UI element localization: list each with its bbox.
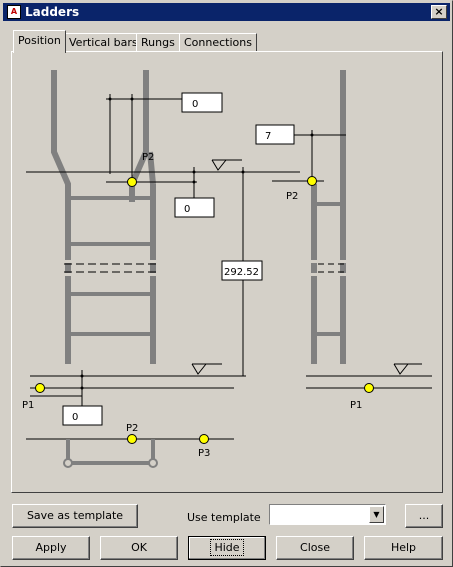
- p1-side-point: [364, 383, 374, 393]
- height-value: 292.52: [224, 267, 259, 278]
- label-p3-plan: P3: [198, 448, 210, 459]
- help-button[interactable]: Help: [364, 536, 443, 560]
- height-field[interactable]: [221, 260, 263, 281]
- label-p2-front: P2: [142, 152, 154, 163]
- top-offset-value: 0: [192, 99, 198, 110]
- side-offset-value: 7: [265, 131, 271, 142]
- p2-plan-point: [127, 434, 137, 444]
- bottom-offset-field[interactable]: [62, 405, 103, 426]
- tab-vertical-bars[interactable]: Vertical bars: [64, 33, 143, 51]
- close-button[interactable]: Close: [276, 536, 354, 560]
- tab-rungs[interactable]: Rungs: [136, 33, 180, 51]
- ladder-position-diagram: P2 P2 P1 P1 P2 P3 0 7 0 292.52 0: [22, 70, 432, 468]
- close-icon[interactable]: ×: [431, 5, 447, 19]
- chevron-down-icon[interactable]: ▼: [369, 506, 384, 523]
- top-offset-field[interactable]: [181, 92, 223, 113]
- position-panel: P2 P2 P1 P1 P2 P3 0 7 0 292.52 0: [11, 51, 443, 493]
- front-offset-value: 0: [184, 204, 190, 215]
- label-p2-plan: P2: [126, 423, 138, 434]
- use-template-label: Use template: [187, 511, 261, 524]
- hide-button-label: Hide: [210, 539, 244, 556]
- front-offset-field[interactable]: [174, 197, 215, 218]
- browse-button[interactable]: ...: [405, 504, 443, 528]
- p3-plan-point: [199, 434, 209, 444]
- p2-side-point: [307, 176, 317, 186]
- label-p2-side: P2: [286, 191, 298, 202]
- label-p1-side: P1: [350, 400, 362, 411]
- save-as-template-button[interactable]: Save as template: [12, 504, 138, 528]
- side-offset-field[interactable]: [255, 124, 295, 145]
- tab-connections[interactable]: Connections: [179, 33, 257, 51]
- p1-front-point: [35, 383, 45, 393]
- tab-position[interactable]: Position: [13, 30, 66, 53]
- p2-front-point: [127, 177, 137, 187]
- side-break-lines: [318, 263, 348, 273]
- app-icon: A: [7, 5, 21, 19]
- front-break-lines: [64, 263, 157, 273]
- title-bar: A Ladders ×: [3, 3, 450, 21]
- hide-button[interactable]: Hide: [188, 536, 266, 560]
- label-p1-front: P1: [22, 400, 34, 411]
- window-title: Ladders: [25, 5, 80, 19]
- front-rungs: [68, 196, 153, 336]
- bottom-offset-value: 0: [72, 412, 78, 423]
- ok-button[interactable]: OK: [100, 536, 178, 560]
- front-ladder: [51, 70, 156, 364]
- apply-button[interactable]: Apply: [12, 536, 90, 560]
- template-select[interactable]: ▼: [269, 504, 386, 525]
